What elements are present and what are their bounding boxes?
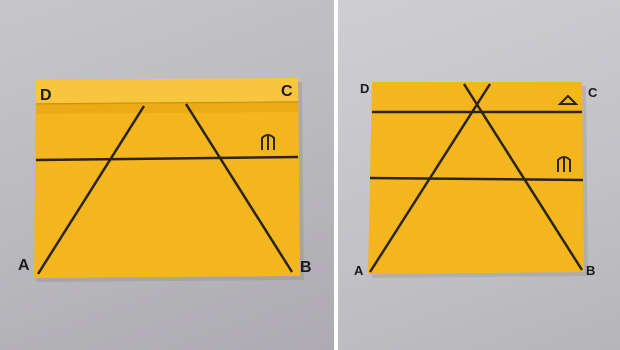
left-horizontal-line [35, 155, 299, 162]
right-side-line-a [368, 83, 492, 273]
right-bottom-horizontal-line [369, 176, 584, 182]
left-paper-svg [34, 78, 304, 282]
left-side-line-bc [184, 103, 294, 273]
left-photo: D C A B [0, 0, 334, 350]
right-label-d: D [360, 81, 370, 96]
left-label-c: C [281, 83, 293, 100]
left-side-line-ad [36, 105, 146, 275]
photo-divider [334, 0, 338, 350]
right-side-line-b [462, 83, 584, 271]
right-label-b: B [586, 263, 596, 278]
left-label-d: D [40, 87, 52, 104]
right-label-c: C [588, 85, 598, 100]
left-paper [34, 78, 300, 278]
left-fold-shade [36, 102, 298, 114]
right-triangle-mark-icon [557, 94, 579, 105]
right-label-a: A [354, 263, 364, 278]
right-paper-svg [368, 82, 588, 278]
left-folded-strip [36, 78, 298, 104]
left-label-a: A [18, 257, 30, 274]
right-parallel-mark-icon [557, 156, 571, 172]
left-label-b: B [300, 259, 312, 276]
left-parallel-mark-icon [261, 134, 275, 150]
right-photo: D C A B [338, 0, 620, 350]
